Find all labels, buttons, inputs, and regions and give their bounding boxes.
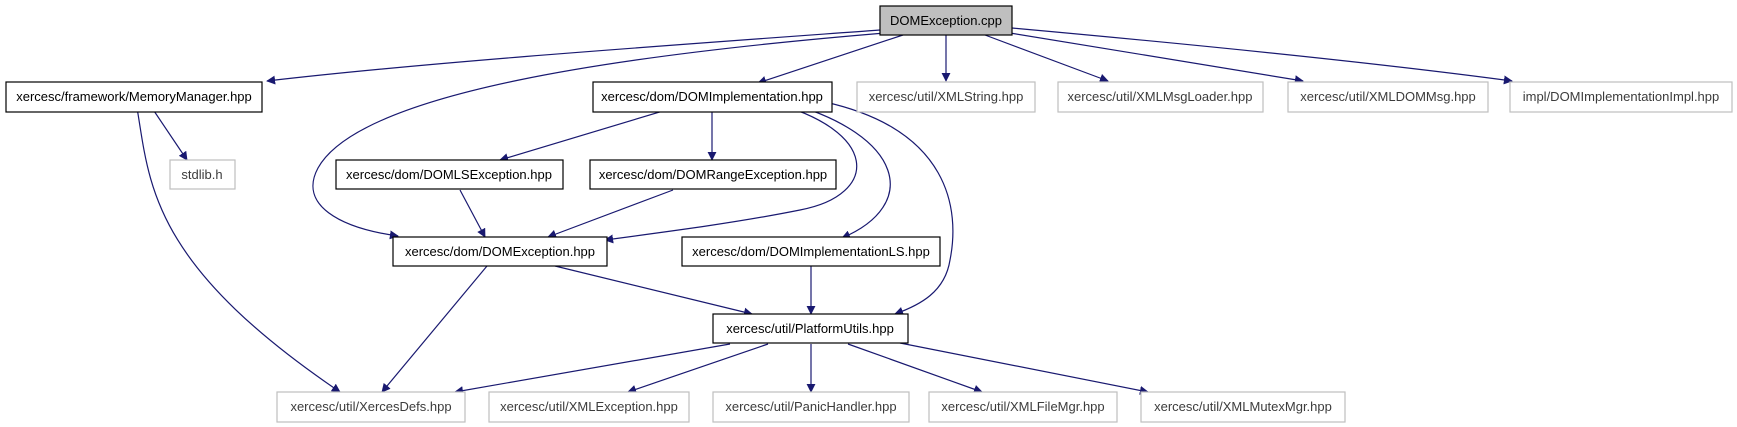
node-dom-range-exception-label: xercesc/dom/DOMRangeException.hpp bbox=[599, 167, 827, 182]
edges bbox=[135, 27, 1513, 396]
node-xml-mutex-mgr[interactable]: xercesc/util/XMLMutexMgr.hpp bbox=[1140, 391, 1346, 423]
edge-dom-exception-to-platform-utils bbox=[554, 265, 753, 317]
node-xml-file-mgr[interactable]: xercesc/util/XMLFileMgr.hpp bbox=[928, 391, 1118, 423]
node-xml-msg-loader-label: xercesc/util/XMLMsgLoader.hpp bbox=[1068, 89, 1253, 104]
node-xml-exception[interactable]: xercesc/util/XMLException.hpp bbox=[488, 391, 690, 423]
node-dom-implementation-ls[interactable]: xercesc/dom/DOMImplementationLS.hpp bbox=[681, 236, 941, 267]
node-memory-manager-label: xercesc/framework/MemoryManager.hpp bbox=[16, 89, 252, 104]
edge-root-to-dom-exception bbox=[312, 32, 886, 240]
node-dom-implementation-ls-label: xercesc/dom/DOMImplementationLS.hpp bbox=[692, 244, 930, 259]
node-dom-ls-exception-label: xercesc/dom/DOMLSException.hpp bbox=[346, 167, 552, 182]
node-dom-implementation-label: xercesc/dom/DOMImplementation.hpp bbox=[601, 89, 823, 104]
node-xml-dom-msg[interactable]: xercesc/util/XMLDOMMsg.hpp bbox=[1287, 81, 1489, 113]
node-dom-range-exception[interactable]: xercesc/dom/DOMRangeException.hpp bbox=[589, 159, 837, 190]
node-root-label: DOMException.cpp bbox=[890, 13, 1002, 28]
node-dom-exception[interactable]: xercesc/dom/DOMException.hpp bbox=[392, 236, 608, 267]
node-xerces-defs-label: xercesc/util/XercesDefs.hpp bbox=[290, 399, 451, 414]
node-root[interactable]: DOMException.cpp bbox=[879, 5, 1013, 36]
node-xml-file-mgr-label: xercesc/util/XMLFileMgr.hpp bbox=[941, 399, 1104, 414]
node-stdlib[interactable]: stdlib.h bbox=[169, 159, 236, 190]
edge-memory-manager-to-xerces-defs bbox=[135, 101, 341, 393]
edge-dom-range-exception-to-dom-exception bbox=[547, 189, 674, 239]
node-panic-handler-label: xercesc/util/PanicHandler.hpp bbox=[725, 399, 896, 414]
node-dom-implementation-impl[interactable]: impl/DOMImplementationImpl.hpp bbox=[1509, 81, 1733, 113]
edge-dom-implementation-to-dom-exception bbox=[604, 101, 858, 244]
edge-dom-exception-to-xerces-defs bbox=[381, 265, 488, 393]
edge-dom-implementation-to-dom-implementation-ls bbox=[784, 101, 891, 239]
edge-platform-utils-to-xml-file-mgr bbox=[847, 343, 983, 394]
edge-root-to-dom-implementation-impl bbox=[1011, 27, 1513, 85]
node-platform-utils[interactable]: xercesc/util/PlatformUtils.hpp bbox=[712, 313, 909, 344]
edge-dom-implementation-to-platform-utils bbox=[824, 101, 954, 316]
node-platform-utils-label: xercesc/util/PlatformUtils.hpp bbox=[726, 321, 894, 336]
node-dom-exception-label: xercesc/dom/DOMException.hpp bbox=[405, 244, 595, 259]
node-xml-dom-msg-label: xercesc/util/XMLDOMMsg.hpp bbox=[1300, 89, 1476, 104]
node-dom-ls-exception[interactable]: xercesc/dom/DOMLSException.hpp bbox=[335, 159, 564, 190]
edge-root-to-xml-msg-loader bbox=[984, 34, 1109, 83]
node-xml-mutex-mgr-label: xercesc/util/XMLMutexMgr.hpp bbox=[1154, 399, 1332, 414]
edge-platform-utils-to-xml-mutex-mgr bbox=[899, 342, 1149, 395]
node-xml-exception-label: xercesc/util/XMLException.hpp bbox=[500, 399, 678, 414]
edge-root-to-memory-manager bbox=[266, 29, 881, 85]
node-xerces-defs[interactable]: xercesc/util/XercesDefs.hpp bbox=[276, 391, 466, 423]
edge-dom-ls-exception-to-dom-exception bbox=[459, 189, 486, 238]
node-stdlib-label: stdlib.h bbox=[181, 167, 222, 182]
edge-root-to-dom-implementation bbox=[757, 34, 904, 85]
node-xml-msg-loader[interactable]: xercesc/util/XMLMsgLoader.hpp bbox=[1057, 81, 1264, 113]
node-xml-string[interactable]: xercesc/util/XMLString.hpp bbox=[856, 81, 1036, 113]
edge-root-to-xml-dom-msg bbox=[1009, 32, 1304, 85]
node-dom-implementation-impl-label: impl/DOMImplementationImpl.hpp bbox=[1523, 89, 1720, 104]
node-memory-manager[interactable]: xercesc/framework/MemoryManager.hpp bbox=[5, 81, 263, 113]
node-xml-string-label: xercesc/util/XMLString.hpp bbox=[869, 89, 1024, 104]
nodes: DOMException.cpp xercesc/framework/Memor… bbox=[5, 5, 1733, 423]
edge-platform-utils-to-xml-exception bbox=[627, 343, 769, 394]
node-dom-implementation[interactable]: xercesc/dom/DOMImplementation.hpp bbox=[592, 81, 833, 113]
node-panic-handler[interactable]: xercesc/util/PanicHandler.hpp bbox=[712, 391, 910, 423]
edge-platform-utils-to-xerces-defs bbox=[454, 343, 731, 396]
